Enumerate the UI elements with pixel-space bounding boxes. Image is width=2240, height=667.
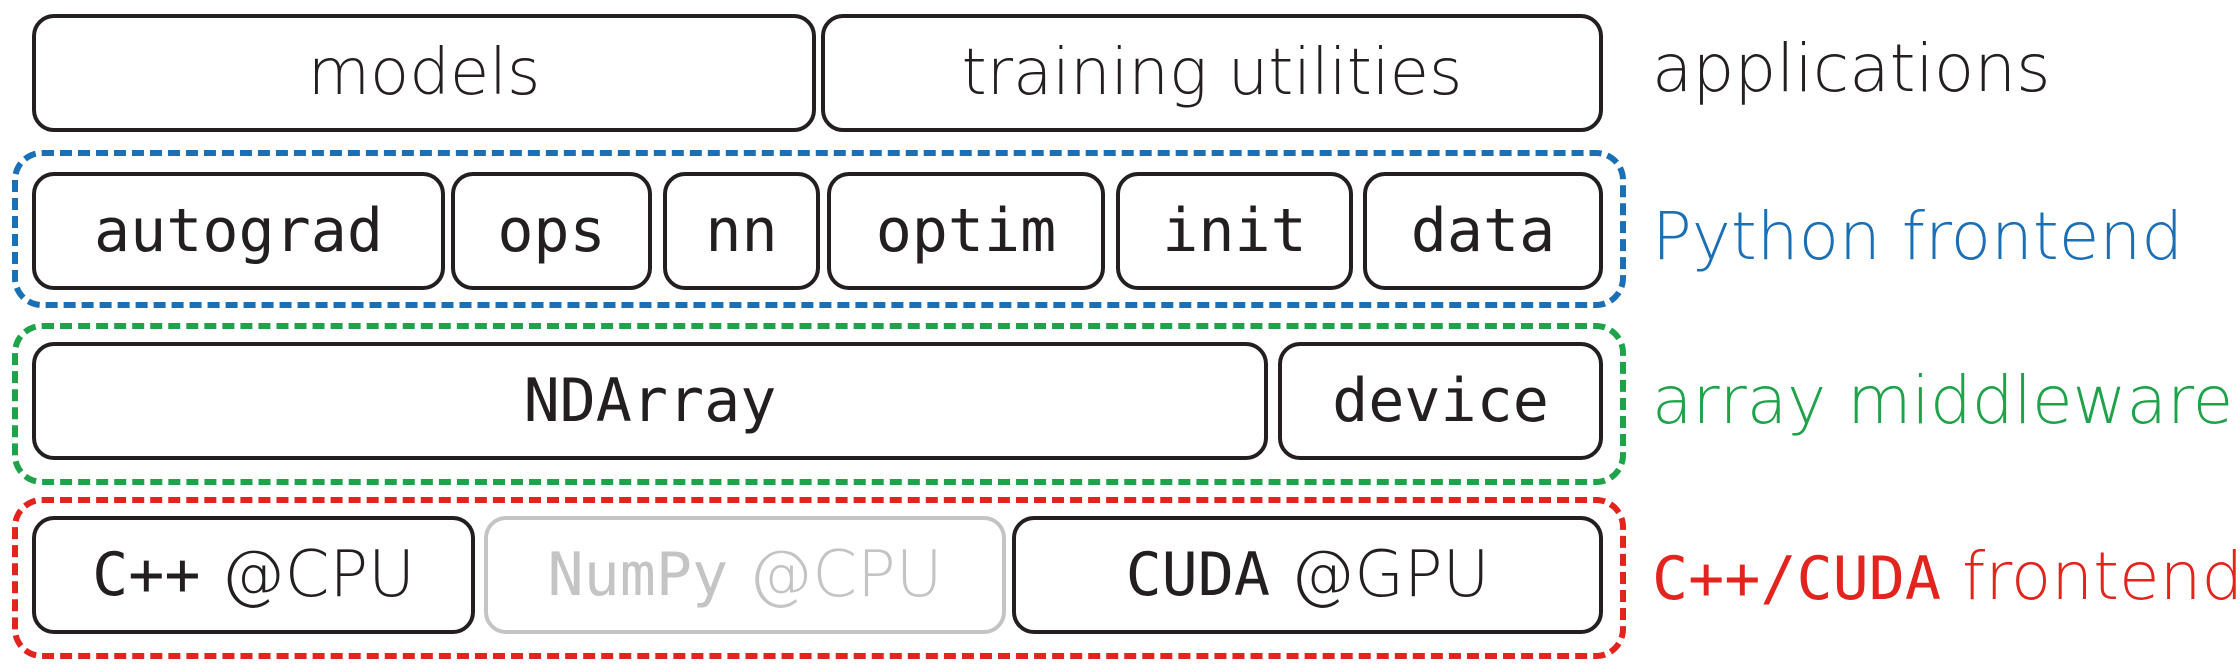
python-frontend-label: Python frontend [1652, 198, 2184, 275]
cuda-gpu-box: CUDA @GPU [1012, 516, 1603, 634]
data-label: data [1410, 196, 1556, 266]
ndarray-label: NDArray [523, 366, 777, 436]
cpp-cuda-label-sans: frontend [1940, 538, 2240, 615]
numpy-text: NumPy [547, 540, 729, 610]
cuda-text: CUDA [1125, 540, 1271, 610]
array-middleware-label: array middleware [1652, 362, 2234, 439]
python-frontend-group [12, 150, 1626, 308]
device-label: device [1332, 366, 1549, 436]
data-box: data [1363, 172, 1603, 290]
cpp-cuda-frontend-group [12, 497, 1626, 659]
cpp-text: C++ [92, 540, 201, 610]
training-utilities-box: training utilities [821, 14, 1603, 132]
nn-box: nn [663, 172, 820, 290]
cpp-cuda-label-mono: C++/CUDA [1652, 544, 1941, 614]
models-label: models [307, 36, 541, 110]
models-box: models [32, 14, 816, 132]
applications-label: applications [1652, 30, 2051, 107]
cpp-cuda-frontend-label: C++/CUDA frontend [1652, 538, 2240, 615]
optim-label: optim [875, 196, 1057, 266]
numpy-cpu-text: @CPU [728, 538, 943, 612]
training-utilities-label: training utilities [961, 36, 1463, 110]
numpy-cpu-box: NumPy @CPU [484, 516, 1006, 634]
autograd-label: autograd [94, 196, 383, 266]
ops-box: ops [451, 172, 652, 290]
ndarray-box: NDArray [32, 342, 1268, 460]
cpp-cpu-text: @CPU [200, 538, 415, 612]
cuda-gpu-text: @GPU [1270, 538, 1490, 612]
cpp-cpu-box: C++ @CPU [32, 516, 475, 634]
init-label: init [1162, 196, 1307, 266]
autograd-box: autograd [32, 172, 445, 290]
optim-box: optim [827, 172, 1105, 290]
ops-label: ops [497, 196, 606, 266]
init-box: init [1116, 172, 1353, 290]
nn-label: nn [705, 196, 778, 266]
device-box: device [1278, 342, 1603, 460]
array-middleware-group [12, 323, 1626, 485]
